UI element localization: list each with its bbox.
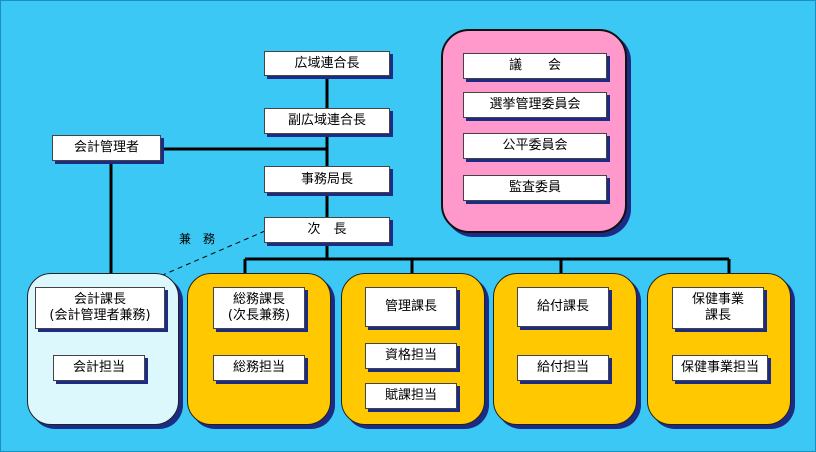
assembly-box: 議 会 — [463, 53, 607, 79]
secretariat-director-box: 事務局長 — [264, 166, 390, 193]
regional-chief-box: 広域連合長 — [264, 51, 390, 76]
deputy-chief-box: 副広域連合長 — [264, 108, 390, 134]
deputy-director-box: 次 長 — [264, 217, 390, 243]
audit-commissioner-box: 監査委員 — [463, 175, 607, 201]
qualification-staff-box: 資格担当 — [365, 343, 457, 369]
election-committee-box: 選挙管理委員会 — [463, 92, 607, 118]
assessment-staff-box: 賦課担当 — [365, 383, 457, 409]
health-section-head-box: 保健事業 課長 — [672, 287, 764, 329]
general-section-head-box: 総務課長 (次長兼務) — [213, 287, 305, 329]
benefits-staff-box: 給付担当 — [517, 355, 609, 381]
accounting-manager-box: 会計管理者 — [52, 135, 161, 161]
health-staff-box: 保健事業担当 — [672, 355, 768, 381]
accounting-staff-box: 会計担当 — [53, 355, 145, 381]
management-section-head-box: 管理課長 — [365, 287, 457, 327]
general-staff-box: 総務担当 — [213, 355, 305, 381]
fairness-committee-box: 公平委員会 — [463, 133, 607, 159]
benefits-section-head-box: 給付課長 — [517, 287, 609, 327]
concurrent-duty-note: 兼 務 — [179, 232, 216, 246]
accounting-section-head-box: 会計課長 (会計管理者兼務) — [35, 287, 165, 329]
